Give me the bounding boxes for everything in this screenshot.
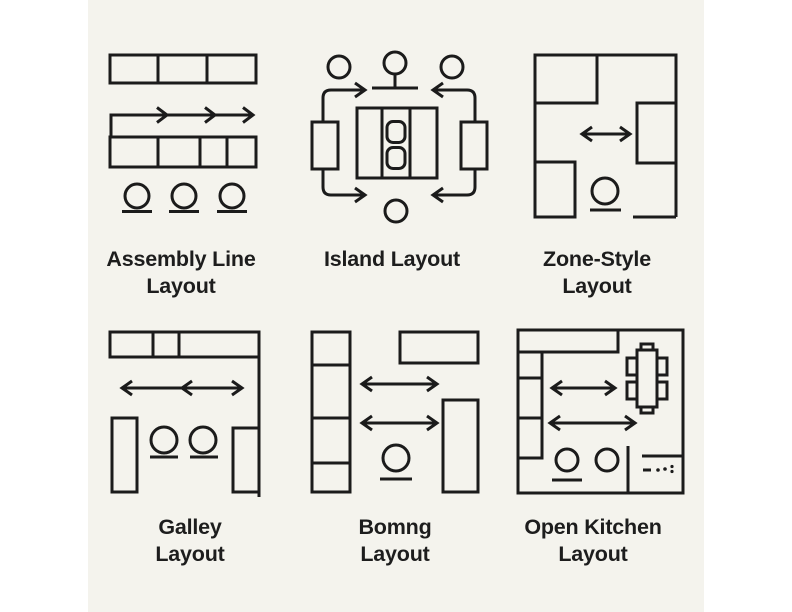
label-line: Layout <box>155 542 225 566</box>
label-line: Open Kitchen <box>524 515 662 539</box>
counter-3-section-icon <box>108 330 261 359</box>
curved-arrow-icon <box>430 81 477 121</box>
curved-arrow-icon <box>430 169 477 204</box>
panel-label-open-kitchen: Open Kitchen Layout <box>473 514 713 568</box>
double-arrow-icon <box>549 379 618 397</box>
zone-counter <box>533 160 577 219</box>
paper-background <box>88 0 704 612</box>
person-icon <box>590 176 621 212</box>
side-counter <box>110 416 139 494</box>
person-icon <box>326 54 352 80</box>
person-icon <box>439 54 465 80</box>
person-icon <box>552 447 582 482</box>
room-walls <box>533 53 678 219</box>
nook-marks-icon <box>642 454 683 474</box>
side-counter <box>441 398 480 494</box>
double-arrow-icon <box>547 414 638 432</box>
panel-label-galley: Galley Layout <box>70 514 310 568</box>
label-line: Zone-Style <box>543 247 651 271</box>
bomng-diagram <box>310 330 480 494</box>
assembly-line-diagram <box>108 53 258 213</box>
person-icon <box>383 198 409 224</box>
zone-counter <box>635 101 678 165</box>
label-line: Island Layout <box>324 247 460 271</box>
l-shaped-counter <box>516 328 620 460</box>
label-line: Bomng <box>358 515 432 539</box>
island-cooktop-icon <box>355 106 439 180</box>
zone-style-diagram <box>533 53 678 219</box>
panel-label-assembly-line: Assembly Line Layout <box>61 246 301 300</box>
counter-4-section-icon <box>108 135 258 169</box>
counter-3-section-icon <box>108 53 258 85</box>
side-counter <box>459 120 489 171</box>
person-icon <box>380 443 412 481</box>
curved-arrow-icon <box>321 81 368 121</box>
dining-table-icon <box>625 342 669 415</box>
person-icon <box>594 447 620 473</box>
label-line: Layout <box>562 274 632 298</box>
person-icon <box>169 182 199 213</box>
label-line: Layout <box>558 542 628 566</box>
double-arrow-icon <box>359 375 440 393</box>
top-counter <box>398 330 480 365</box>
side-counter <box>231 426 261 494</box>
double-arrow-icon <box>119 379 245 397</box>
label-line: Assembly Line <box>106 247 256 271</box>
counter-column-4-section-icon <box>310 330 352 494</box>
panel-label-island: Island Layout <box>272 246 512 273</box>
person-icon <box>188 425 218 459</box>
open-kitchen-diagram <box>516 328 685 495</box>
label-line: Layout <box>360 542 430 566</box>
label-line: Galley <box>158 515 222 539</box>
panel-label-zone-style: Zone-Style Layout <box>477 246 717 300</box>
flow-arrow-icon <box>109 106 256 137</box>
double-arrow-icon <box>359 414 440 432</box>
galley-diagram <box>108 330 261 497</box>
island-diagram <box>310 50 489 224</box>
zone-counter <box>533 53 599 105</box>
panel-label-bomng: Bomng Layout <box>275 514 515 568</box>
person-icon <box>217 182 247 213</box>
curved-arrow-icon <box>321 169 368 204</box>
double-arrow-icon <box>579 125 633 143</box>
side-counter <box>310 120 340 171</box>
person-icon <box>372 50 418 90</box>
label-line: Layout <box>146 274 216 298</box>
person-icon <box>122 182 152 213</box>
person-icon <box>149 425 179 459</box>
